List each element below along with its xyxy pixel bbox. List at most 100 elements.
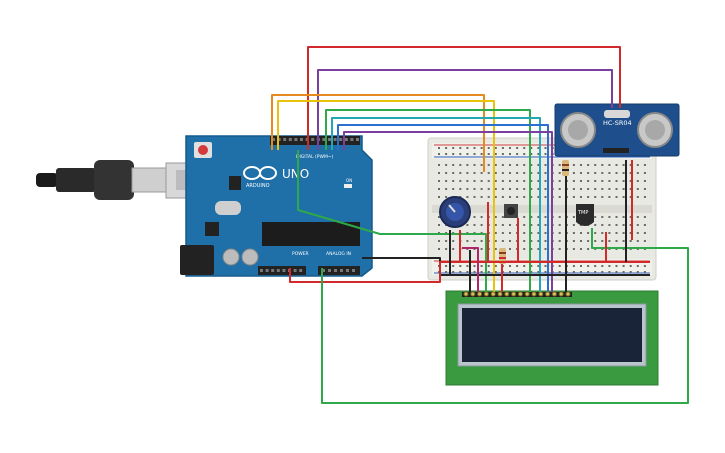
breadboard-hole xyxy=(445,271,448,273)
hc-sr04-sensor: HC-SR04 xyxy=(554,103,680,157)
breadboard-hole xyxy=(494,271,497,273)
breadboard-hole xyxy=(544,172,547,174)
breadboard-hole xyxy=(580,271,582,273)
breadboard-hole xyxy=(537,147,540,149)
breadboard-hole xyxy=(636,188,639,190)
breadboard-hole xyxy=(438,216,440,218)
digital-pin xyxy=(294,138,298,141)
breadboard-hole xyxy=(473,164,476,166)
breadboard-hole xyxy=(622,240,625,242)
breadboard-hole xyxy=(587,164,590,166)
breadboard-hole xyxy=(537,188,540,190)
breadboard-hole xyxy=(643,188,646,190)
breadboard-hole xyxy=(587,196,590,198)
breadboard-hole xyxy=(587,248,590,250)
breadboard-hole xyxy=(523,153,526,155)
breadboard-hole xyxy=(445,188,448,190)
breadboard-hole xyxy=(438,153,440,155)
breadboard-hole xyxy=(587,265,590,267)
breadboard-hole xyxy=(480,172,483,174)
analog-pin xyxy=(340,269,343,272)
breadboard-hole xyxy=(501,153,504,155)
breadboard-hole xyxy=(452,172,455,174)
breadboard-hole xyxy=(480,248,483,250)
breadboard-hole xyxy=(572,180,575,182)
breadboard-hole xyxy=(452,240,455,242)
breadboard-hole xyxy=(438,147,440,149)
breadboard-hole xyxy=(643,240,646,242)
breadboard-hole xyxy=(516,265,519,267)
breadboard-hole xyxy=(466,153,469,155)
breadboard-hole xyxy=(459,164,462,166)
breadboard-hole xyxy=(501,240,504,242)
breadboard-hole xyxy=(572,271,575,273)
breadboard-hole xyxy=(537,153,540,155)
push-button[interactable] xyxy=(504,204,518,218)
breadboard-hole xyxy=(466,147,469,149)
breadboard-hole xyxy=(643,271,646,273)
digital-pin xyxy=(272,138,275,141)
potentiometer[interactable] xyxy=(439,196,471,228)
breadboard-hole xyxy=(530,164,533,166)
breadboard-hole xyxy=(580,232,582,234)
tmp-sensor: TMP xyxy=(576,204,594,226)
breadboard-hole xyxy=(544,232,547,234)
breadboard-hole xyxy=(544,188,547,190)
breadboard-hole xyxy=(537,172,540,174)
breadboard-hole xyxy=(473,147,476,149)
breadboard-hole xyxy=(643,164,646,166)
breadboard-hole xyxy=(643,196,646,198)
breadboard-hole xyxy=(473,196,476,198)
breadboard-hole xyxy=(509,240,511,242)
breadboard-hole xyxy=(544,196,547,198)
breadboard-hole xyxy=(523,180,526,182)
breadboard-hole xyxy=(601,265,604,267)
analog-pin xyxy=(346,269,349,272)
breadboard-hole xyxy=(523,232,526,234)
breadboard-hole xyxy=(580,164,582,166)
breadboard-hole xyxy=(473,188,476,190)
breadboard-hole xyxy=(438,172,440,174)
wire-teal xyxy=(331,117,541,292)
breadboard-hole xyxy=(636,216,639,218)
lcd-pin-header xyxy=(463,291,571,297)
breadboard-hole xyxy=(466,164,469,166)
breadboard-hole xyxy=(601,196,604,198)
breadboard-hole xyxy=(622,196,625,198)
breadboard-hole xyxy=(636,180,639,182)
tmp-label: TMP xyxy=(577,210,588,216)
breadboard-hole xyxy=(459,271,462,273)
breadboard-hole xyxy=(466,224,469,226)
power-pin xyxy=(293,269,297,272)
breadboard-hole xyxy=(445,172,448,174)
breadboard-hole xyxy=(558,224,561,226)
breadboard-hole xyxy=(572,188,575,190)
breadboard-hole xyxy=(445,248,448,250)
breadboard-hole xyxy=(587,180,590,182)
lcd-pin xyxy=(524,291,530,297)
breadboard-hole xyxy=(629,265,632,267)
breadboard-hole xyxy=(544,224,547,226)
breadboard-hole xyxy=(494,188,497,190)
breadboard-hole xyxy=(473,271,476,273)
digital-pin xyxy=(344,138,348,141)
lcd-pin xyxy=(490,291,496,297)
breadboard-hole xyxy=(601,216,604,218)
breadboard-hole xyxy=(523,164,526,166)
breadboard-hole xyxy=(629,271,632,273)
breadboard-hole xyxy=(445,164,448,166)
breadboard-hole xyxy=(601,232,604,234)
breadboard-hole xyxy=(494,172,497,174)
breadboard-hole xyxy=(494,164,497,166)
breadboard-hole xyxy=(580,265,582,267)
breadboard-hole xyxy=(580,180,582,182)
breadboard-hole xyxy=(501,180,504,182)
breadboard-hole xyxy=(558,172,561,174)
breadboard-hole xyxy=(587,232,590,234)
breadboard-hole xyxy=(438,164,440,166)
breadboard-hole xyxy=(643,232,646,234)
breadboard-hole xyxy=(587,188,590,190)
lcd-pin xyxy=(497,291,503,297)
breadboard-hole xyxy=(459,188,462,190)
wire-blue xyxy=(337,124,549,292)
